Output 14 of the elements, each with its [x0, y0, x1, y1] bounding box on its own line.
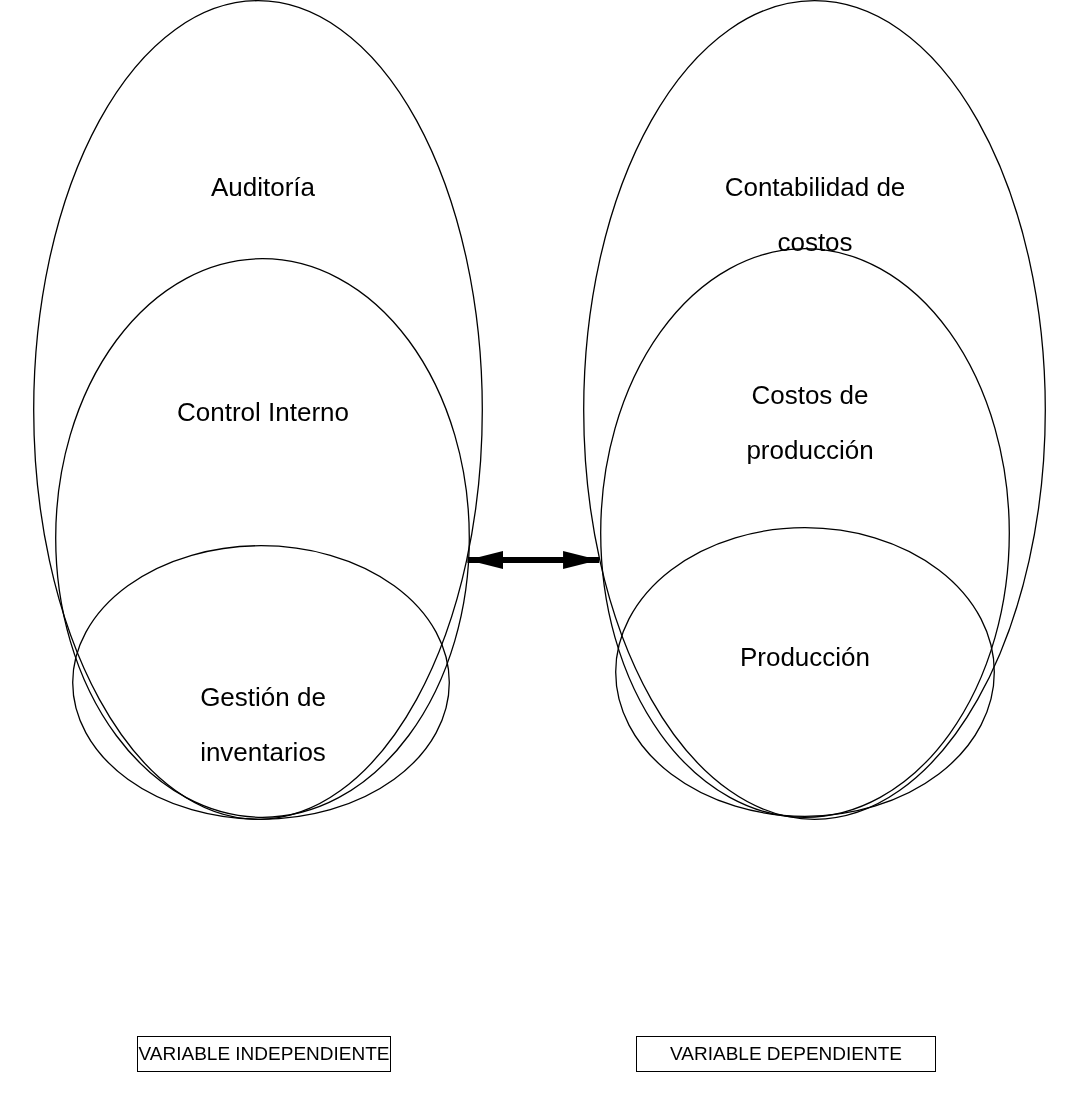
- ellipse-label: Costos de producción: [745, 379, 875, 467]
- ellipse-label: Producción: [738, 641, 872, 674]
- ellipse: [615, 527, 995, 817]
- ellipse-label: Control Interno: [176, 396, 350, 429]
- ellipse: [55, 258, 470, 818]
- ellipse: [583, 0, 1046, 820]
- ellipse-label: Auditoría: [209, 171, 317, 204]
- ellipse-label: Gestión de inventarios: [199, 681, 327, 769]
- variable-label-box: VARIABLE DEPENDIENTE: [636, 1036, 936, 1072]
- double-arrow: [467, 551, 600, 569]
- ellipse-label: Contabilidad de costos: [723, 171, 907, 259]
- ellipse: [33, 0, 483, 820]
- ellipse: [72, 545, 450, 820]
- variable-label-box: VARIABLE INDEPENDIENTE: [137, 1036, 391, 1072]
